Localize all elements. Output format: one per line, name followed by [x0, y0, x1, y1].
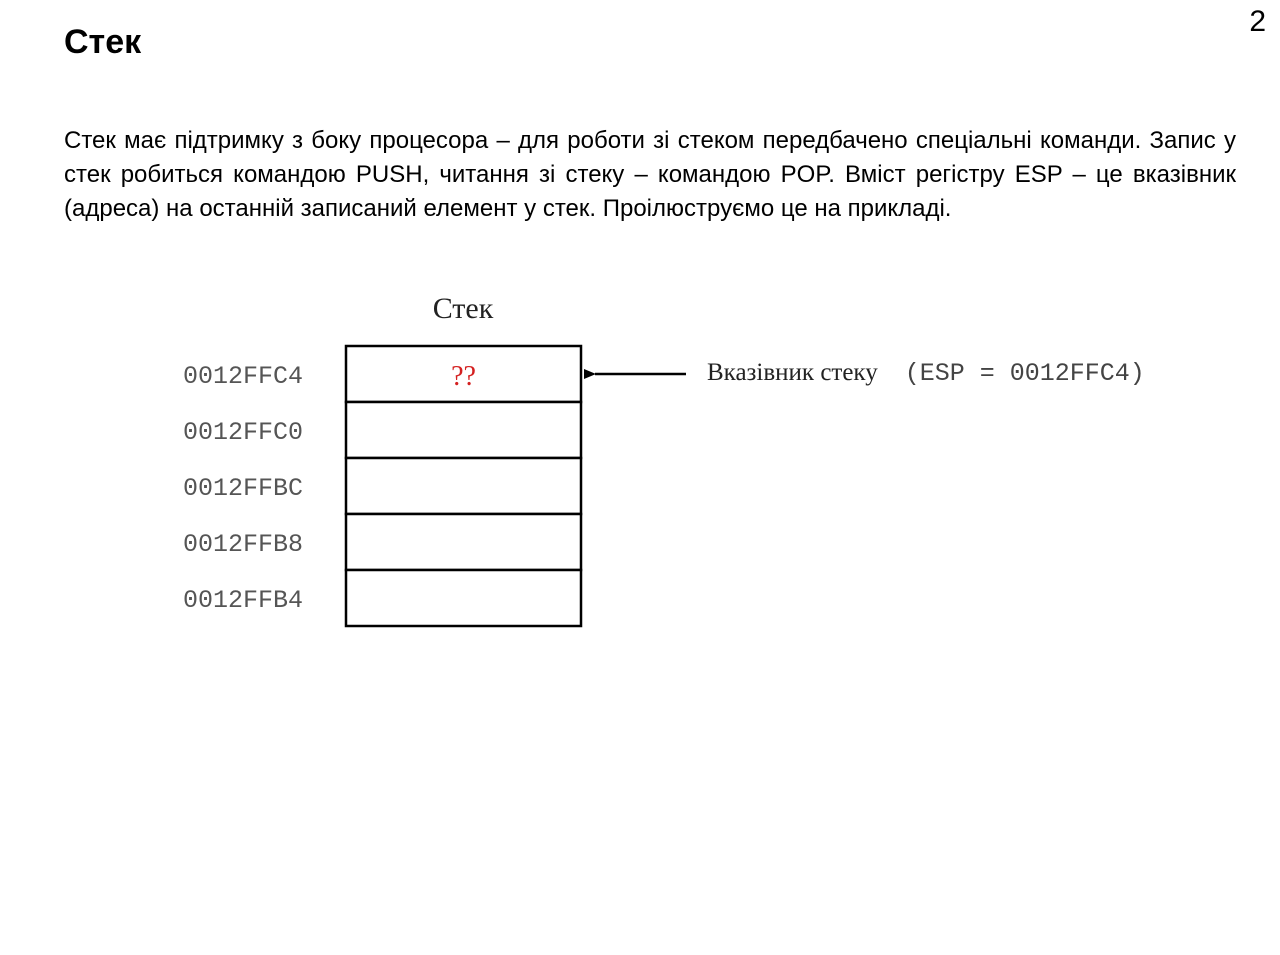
- stack-address: 0012FFC0: [183, 418, 303, 447]
- stack-address: 0012FFB4: [183, 586, 303, 615]
- pointer-label: Вказівник стеку (ESP = 0012FFC4): [707, 358, 1145, 388]
- stack-cell-value: ??: [451, 361, 476, 392]
- stack-address: 0012FFBC: [183, 474, 303, 503]
- intro-paragraph: Стек має підтримку з боку процесора – дл…: [64, 127, 1236, 222]
- stack-cells: 0012FFC4?? 0012FFC0 0012FFBC 0012FFB8 0012FF…: [183, 344, 583, 628]
- stack-cell: [344, 400, 583, 460]
- stack-address: 0012FFB8: [183, 530, 303, 559]
- page-title: Стек: [64, 23, 142, 61]
- stack-cell: [344, 456, 583, 516]
- pointer-label-text: Вказівник стеку: [707, 359, 878, 386]
- stack-cell: [344, 512, 583, 572]
- page-number: 2: [1249, 5, 1266, 38]
- stack-cell: [344, 568, 583, 628]
- stack-heading: Стек: [433, 292, 494, 325]
- stack-address: 0012FFC4: [183, 362, 303, 391]
- stack-cell: [344, 344, 583, 404]
- pointer-expression: (ESP = 0012FFC4): [905, 359, 1145, 388]
